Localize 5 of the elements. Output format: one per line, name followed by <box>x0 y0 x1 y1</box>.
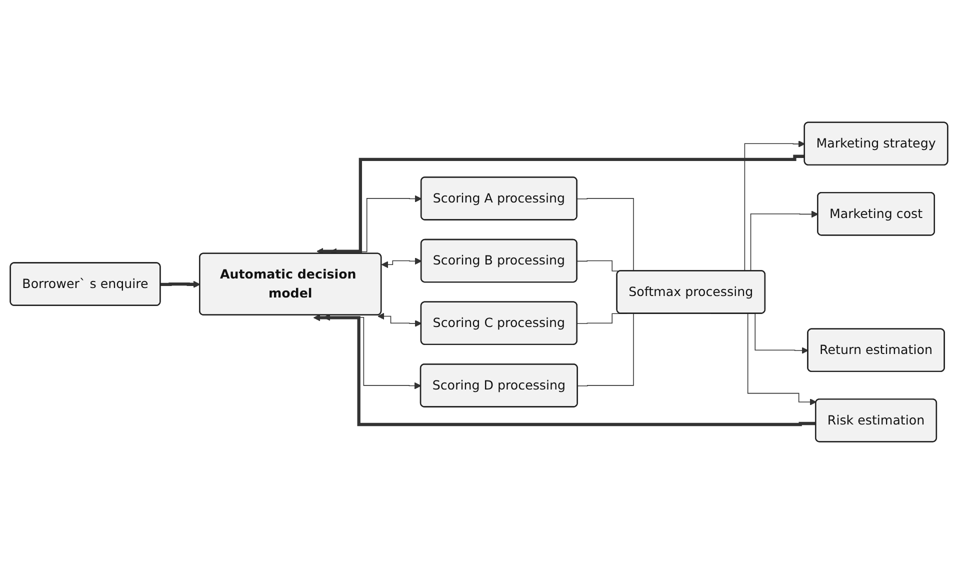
arrow <box>381 257 422 268</box>
arrow <box>323 313 422 389</box>
arrow <box>160 280 200 288</box>
arrow <box>378 312 422 326</box>
arrow <box>316 154 805 254</box>
